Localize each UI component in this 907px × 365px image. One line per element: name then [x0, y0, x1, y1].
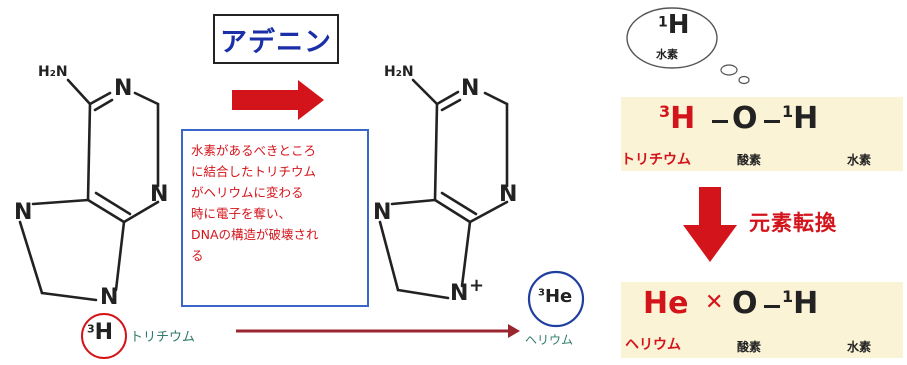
- bottom-helium-symbol: He: [643, 286, 689, 321]
- bottom-bond-right: [764, 305, 780, 308]
- top-oxygen: O: [732, 101, 758, 136]
- top-tritium-mass: 3: [659, 102, 671, 121]
- thought-dot-large: [720, 64, 738, 76]
- bottom-label-hydrogen: 水素: [847, 340, 872, 354]
- right-charge: +: [469, 275, 485, 296]
- top-hydrogen-mass: 1: [782, 102, 794, 121]
- left-amine-label: H₂N: [38, 64, 68, 80]
- bubble-label: 水素: [656, 48, 678, 61]
- red-arrow-right: [232, 80, 324, 120]
- note-line: 時に電子を奪い、: [191, 206, 292, 221]
- top-hydrogen-group: 1H: [782, 101, 818, 136]
- broken-bond-icon: ✕: [705, 290, 724, 315]
- left-n-top: N: [114, 76, 133, 101]
- helium-mass: 3: [538, 287, 545, 299]
- water-panel-bottom: He ✕ O 1H ヘリウム 酸素 水素: [621, 282, 903, 358]
- top-hydrogen-symbol: H: [793, 101, 819, 136]
- helium-circle: [527, 270, 585, 328]
- helium-symbol-group: 3He: [538, 286, 572, 307]
- tritium-mass: 3: [87, 322, 95, 336]
- top-label-tritium: トリチウム: [621, 152, 691, 168]
- title-adenine: アデニン: [213, 14, 339, 64]
- top-bond-left: [712, 120, 728, 123]
- bottom-label-oxygen: 酸素: [737, 340, 762, 354]
- helium-label: ヘリウム: [525, 333, 574, 347]
- bottom-hydrogen-mass: 1: [782, 287, 794, 306]
- bottom-oxygen: O: [732, 286, 758, 321]
- water-panel-top: 3H O 1H トリチウム 酸素 水素: [621, 97, 903, 171]
- helium-symbol: He: [544, 286, 573, 307]
- top-tritium-symbol: H: [670, 101, 696, 136]
- tritium-circle: [81, 313, 127, 359]
- right-amine-label: H₂N: [384, 64, 414, 80]
- bubble-symbol: H: [667, 10, 690, 40]
- right-n-bottom: N: [450, 281, 469, 306]
- note-line: DNAの構造が破壊され: [191, 227, 319, 242]
- bottom-hydrogen-group: 1H: [782, 286, 818, 321]
- top-label-hydrogen: 水素: [847, 153, 872, 167]
- note-line: に結合したトリチウム: [191, 164, 317, 179]
- left-n-right: N: [150, 182, 169, 207]
- bottom-label-helium: ヘリウム: [625, 337, 681, 353]
- left-n-imidazole: N: [14, 200, 33, 225]
- right-n-right: N: [499, 182, 518, 207]
- red-arrow-down: [683, 187, 737, 262]
- note-line: 水素があるべきところ: [191, 143, 317, 158]
- bubble-mass: 1: [658, 14, 668, 31]
- right-n-top: N: [461, 76, 480, 101]
- explanation-note: 水素があるべきところ に結合したトリチウム がヘリウムに変わる 時に電子を奪い、…: [181, 129, 369, 307]
- thought-dot-small: [738, 75, 750, 85]
- thought-bubble: [626, 7, 718, 69]
- note-line: る: [191, 248, 204, 263]
- top-label-oxygen: 酸素: [737, 153, 762, 167]
- right-n-imidazole: N: [373, 200, 392, 225]
- bottom-hydrogen-symbol: H: [793, 286, 819, 321]
- tritium-symbol-group: 3H: [87, 320, 113, 345]
- left-adenine-bonds: [18, 78, 160, 302]
- right-adenine-bonds: [378, 78, 509, 300]
- top-bond-right: [764, 120, 780, 123]
- bubble-symbol-group: 1H: [658, 10, 690, 40]
- tritium-symbol: H: [94, 320, 114, 345]
- transmutation-label: 元素転換: [749, 211, 837, 235]
- note-line: がヘリウムに変わる: [191, 185, 304, 200]
- top-tritium-group: 3H: [659, 101, 695, 136]
- long-arrow-head: [508, 324, 520, 338]
- left-n-bottom: N: [100, 285, 119, 310]
- tritium-label: トリチウム: [130, 330, 196, 345]
